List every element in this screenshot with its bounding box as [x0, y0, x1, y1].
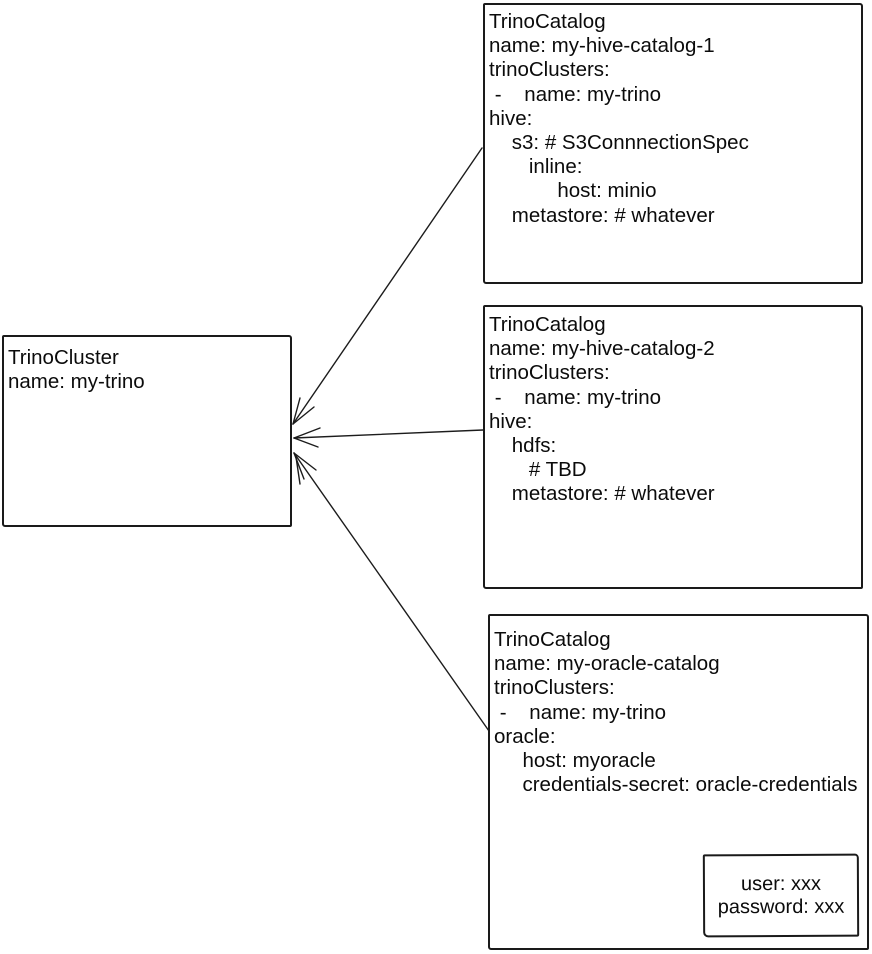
yaml-line: - name: my-trino	[494, 700, 667, 724]
resource-kind: TrinoCatalog	[489, 313, 606, 336]
trino-catalog-box-oracle: TrinoCatalog name: my-oracle-catalog tri…	[488, 614, 869, 950]
connector-catalog2-to-cluster	[293, 427, 484, 448]
yaml-line: credentials-secret: oracle-credentials	[494, 773, 858, 797]
yaml-line: host: myoracle	[494, 749, 656, 773]
arrowhead-barb	[295, 456, 301, 485]
secret-user-line: user: xxx	[740, 872, 822, 895]
yaml-line: metastore: # whatever	[489, 203, 715, 227]
secret-password-line: password: xxx	[717, 895, 845, 918]
yaml-line: inline:	[489, 155, 583, 179]
arrowhead-barb	[293, 437, 319, 448]
yaml-line: # TBD	[489, 458, 587, 482]
connector-catalog1-to-cluster	[292, 147, 483, 425]
yaml-line: hive:	[489, 409, 533, 433]
yaml-line: metastore: # whatever	[489, 482, 715, 506]
yaml-line: oracle:	[494, 724, 556, 748]
yaml-line: hdfs:	[489, 434, 557, 458]
resource-kind: TrinoCatalog	[489, 10, 606, 33]
arrowhead-barb	[293, 427, 321, 439]
trino-catalog-box-hive-2: TrinoCatalog name: my-hive-catalog-2 tri…	[483, 305, 863, 589]
arrowhead-barb	[292, 406, 315, 425]
yaml-line: - name: my-trino	[489, 82, 662, 106]
yaml-line: trinoClusters:	[489, 361, 610, 385]
yaml-line: name: my-hive-catalog-1	[489, 34, 715, 58]
yaml-line: - name: my-trino	[489, 385, 662, 409]
yaml-line: s3: # S3ConnnectionSpec	[489, 131, 749, 155]
yaml-line: trinoClusters:	[489, 58, 610, 82]
resource-kind: TrinoCatalog	[494, 628, 611, 651]
credentials-secret-box: user: xxx password: xxx	[702, 853, 860, 938]
trino-cluster-box: TrinoCluster name: my-trino	[2, 335, 292, 527]
arrowhead-barb	[293, 452, 305, 480]
yaml-line: host: minio	[489, 179, 657, 203]
yaml-line: name: my-oracle-catalog	[494, 652, 720, 676]
connector-catalog3-to-cluster	[293, 452, 490, 732]
arrowhead-barb	[293, 452, 317, 471]
resource-kind: TrinoCluster	[8, 346, 119, 369]
yaml-line: trinoClusters:	[494, 676, 615, 700]
yaml-line: hive:	[489, 106, 533, 130]
trino-catalog-box-hive-1: TrinoCatalog name: my-hive-catalog-1 tri…	[483, 3, 863, 284]
arrowhead-barb	[292, 397, 301, 425]
resource-name: name: my-trino	[8, 370, 145, 394]
yaml-line: name: my-hive-catalog-2	[489, 337, 715, 361]
